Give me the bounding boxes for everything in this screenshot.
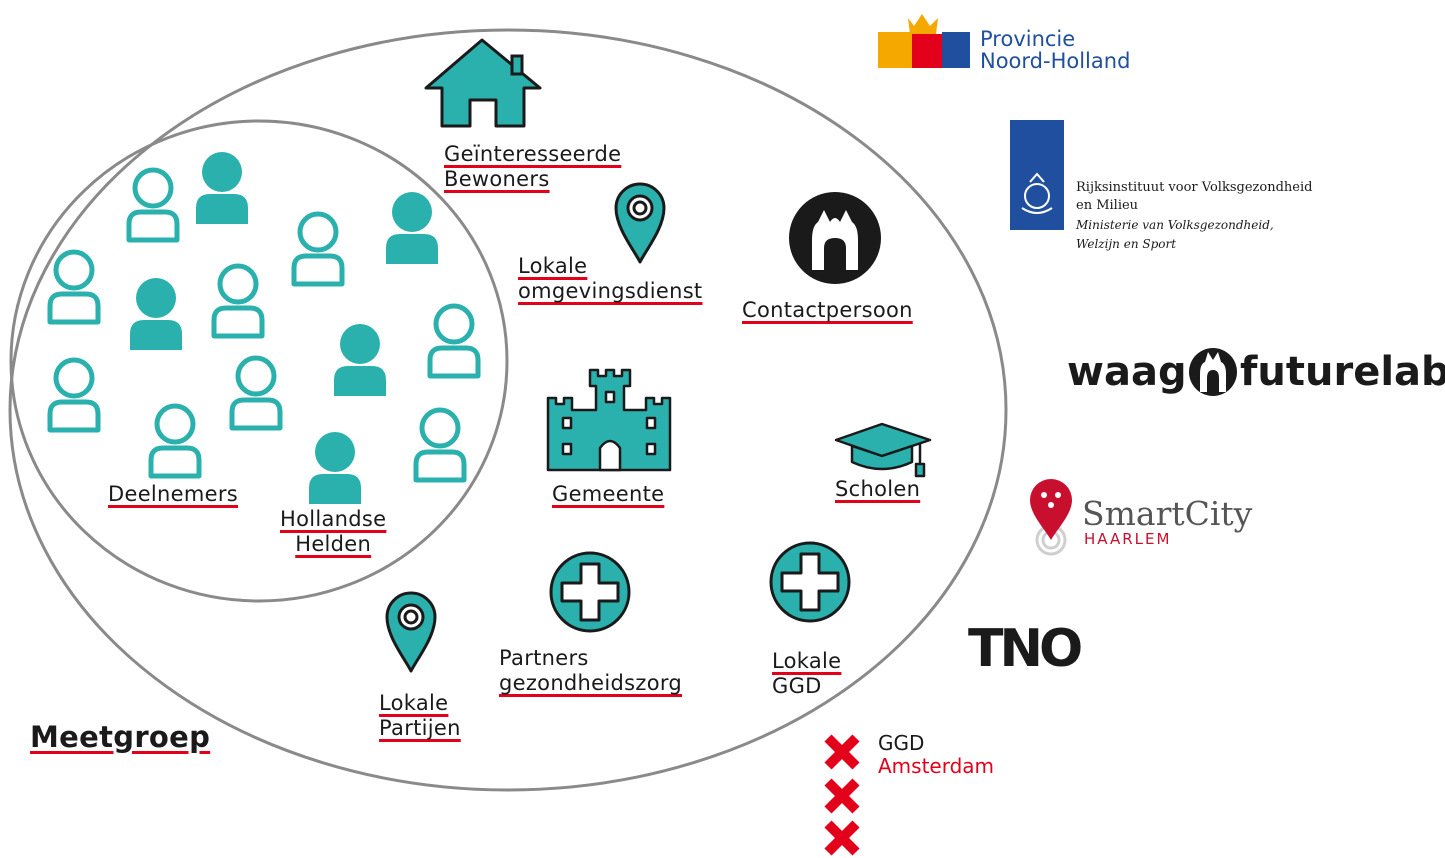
ggd-text: GGD (878, 731, 924, 755)
person-filled-icon (334, 324, 386, 396)
waag-gate-icon (789, 192, 881, 284)
rivm-line-4: Welzijn en Sport (1076, 237, 1176, 251)
label-line: Deelnemers (108, 482, 239, 506)
provincie-line-2: Noord-Holland (980, 49, 1130, 73)
label-line: Lokale (379, 691, 449, 715)
amsterdam-text: Amsterdam (878, 754, 994, 778)
location-pin-icon (614, 182, 666, 264)
person-outline-icon (151, 406, 199, 476)
label-line: Lokale (518, 254, 588, 278)
label-line: gezondheidszorg (499, 671, 683, 695)
label-deelnemers: Deelnemers (108, 482, 238, 507)
waag-text: waag (1067, 349, 1187, 395)
label-line: Scholen (835, 477, 921, 501)
graduation-cap-icon (834, 422, 932, 478)
person-outline-icon (232, 358, 280, 428)
person-filled-icon (309, 432, 361, 504)
label-lokale-ggd: Lokale GGD (772, 649, 841, 699)
smartcity-haarlem-logo: SmartCity HAARLEM (1030, 479, 1253, 556)
house-icon (424, 38, 542, 128)
rivm-line-2: en Milieu (1076, 198, 1138, 213)
medical-cross-icon (549, 551, 631, 633)
label-line: Bewoners (444, 167, 550, 191)
medical-cross-icon (769, 541, 851, 623)
location-pin-icon (385, 591, 437, 673)
label-meetgroep: Meetgroep (30, 720, 210, 754)
label-contactpersoon: Contactpersoon (742, 298, 913, 323)
person-outline-icon (214, 266, 262, 336)
person-filled-icon (386, 192, 438, 264)
person-outline-icon (294, 214, 342, 284)
label-line: Hollandse (280, 507, 387, 531)
label-line: Gemeente (552, 482, 665, 506)
rivm-line-1: Rijksinstituut voor Volksgezondheid (1076, 180, 1312, 195)
label-partners-gezondheidszorg: Partners gezondheidszorg (499, 646, 682, 696)
person-outline-icon (50, 252, 98, 322)
label-line: Helden (295, 532, 372, 556)
label-geinteresseerde-bewoners: Geïnteresseerde Bewoners (444, 142, 621, 192)
label-line: Lokale (772, 649, 842, 673)
castle-icon (546, 368, 672, 472)
label-line: Contactpersoon (742, 298, 913, 322)
label-line: Geïnteresseerde (444, 142, 622, 166)
smartcity-text: SmartCity (1082, 494, 1253, 533)
rivm-logo: Rijksinstituut voor Volksgezondheid en M… (1010, 120, 1312, 251)
rivm-line-3: Ministerie van Volksgezondheid, (1075, 218, 1274, 232)
person-outline-icon (430, 306, 478, 376)
label-line: GGD (772, 674, 822, 698)
person-outline-icon (416, 410, 464, 480)
waag-futurelab-logo: waag futurelab (1067, 348, 1445, 396)
label-gemeente: Gemeente (552, 482, 664, 507)
label-line: Partners (499, 646, 589, 670)
label-line: Partijen (379, 716, 461, 740)
label-lokale-partijen: Lokale Partijen (379, 691, 461, 741)
outer-ellipse (8, 28, 1008, 792)
haarlem-text: HAARLEM (1084, 530, 1171, 548)
label-line: omgevingsdienst (518, 279, 703, 303)
provincie-noord-holland-logo: Provincie Noord-Holland (878, 14, 1130, 73)
inner-ellipse (9, 119, 509, 603)
futurelab-text: futurelab (1240, 349, 1445, 395)
person-filled-icon (130, 278, 182, 350)
ggd-amsterdam-logo: GGD Amsterdam (828, 731, 994, 852)
label-scholen: Scholen (835, 477, 920, 502)
tno-logo: TNO (968, 619, 1081, 679)
person-outline-icon (50, 360, 98, 430)
label-lokale-omgevingsdienst: Lokale omgevingsdienst (518, 254, 702, 304)
person-outline-icon (129, 170, 177, 240)
provincie-line-1: Provincie (980, 27, 1075, 51)
label-line: Meetgroep (30, 720, 211, 754)
person-filled-icon (196, 152, 248, 224)
label-hollandse-helden: Hollandse Helden (280, 507, 386, 557)
